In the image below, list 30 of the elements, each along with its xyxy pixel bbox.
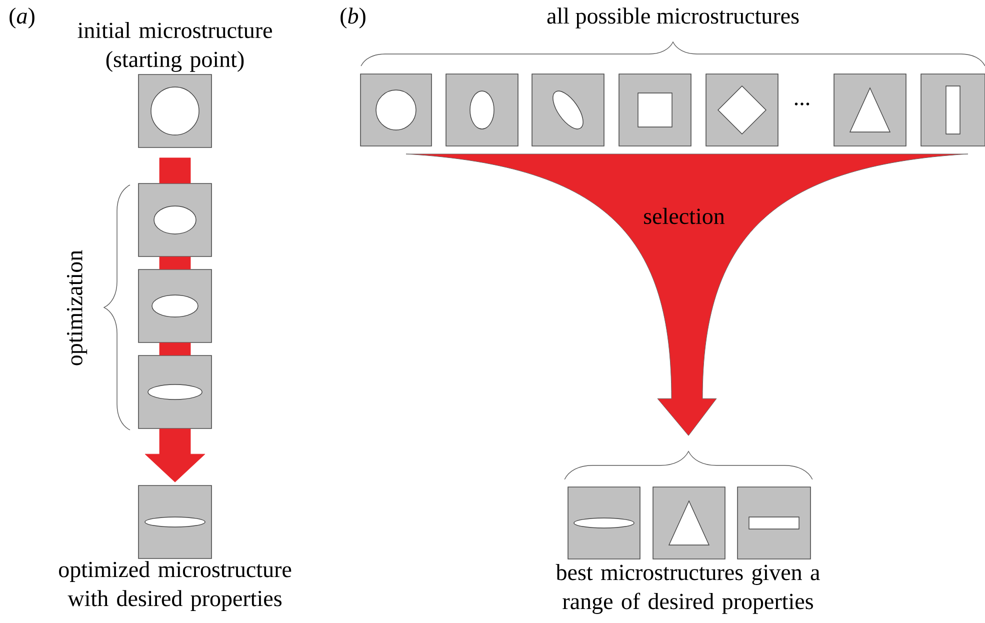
- caption: best microstructures given a range of desired properties: [556, 564, 820, 614]
- block-arrow: [159, 342, 191, 356]
- microstructure-box: [706, 74, 778, 146]
- microstructure-box: [920, 74, 985, 146]
- microstructure-box: [532, 74, 604, 146]
- block-arrow: [159, 158, 191, 184]
- microstructure-box: [834, 74, 906, 146]
- edge-label: selection: [644, 208, 725, 224]
- microstructure-box: [138, 183, 212, 257]
- brace-label: optimization: [66, 250, 88, 366]
- node-label: initial microstructure (starting point): [78, 22, 272, 72]
- microstructure-box: initial microstructure (starting point): [78, 22, 272, 148]
- microstructure-box: [138, 355, 212, 429]
- microstructure-box: [618, 74, 692, 146]
- block-arrow: [144, 428, 206, 482]
- microstructure-box: [360, 74, 432, 146]
- microstructure-box: [568, 486, 640, 560]
- funnel-arrow: [406, 154, 968, 436]
- ellipsis: ...: [794, 102, 810, 106]
- panel-label: (a): [10, 8, 34, 28]
- node-label: optimized microstructure with desired properties: [59, 561, 292, 611]
- brace: [564, 451, 813, 480]
- microstructure-box: [652, 486, 726, 560]
- microstructure-box: [737, 486, 811, 560]
- panel-label: (b): [340, 8, 366, 28]
- microstructure-box: [138, 269, 212, 343]
- microstructure-box: optimized microstructure with desired properties: [59, 485, 292, 611]
- heading: all possible microstructures: [547, 8, 799, 28]
- block-arrow: [159, 256, 191, 270]
- microstructure-box: [446, 74, 518, 146]
